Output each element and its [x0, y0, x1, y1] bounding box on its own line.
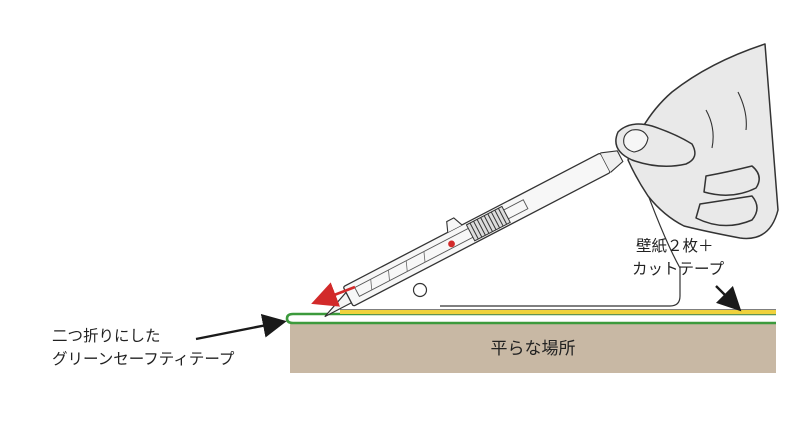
ring-marker	[412, 282, 428, 298]
wallpaper-label-line2: カットテープ	[632, 260, 725, 278]
tape-label-line1: 二つ折りにした	[52, 327, 161, 345]
tape-pointer-arrow	[195, 313, 287, 341]
surface-label: 平らな場所	[491, 339, 576, 359]
cut-direction-arrow	[311, 282, 356, 307]
utility-knife-icon	[324, 150, 624, 318]
wallpaper-layer	[340, 309, 776, 315]
tape-label-line2: グリーンセーフティテープ	[52, 350, 235, 368]
gloved-hand-icon	[615, 43, 779, 240]
green-safety-tape	[285, 312, 776, 325]
flat-surface	[290, 323, 776, 373]
wallpaper-label-line1: 壁紙２枚＋	[636, 237, 714, 255]
wallpaper-pointer-arrow	[715, 285, 742, 312]
